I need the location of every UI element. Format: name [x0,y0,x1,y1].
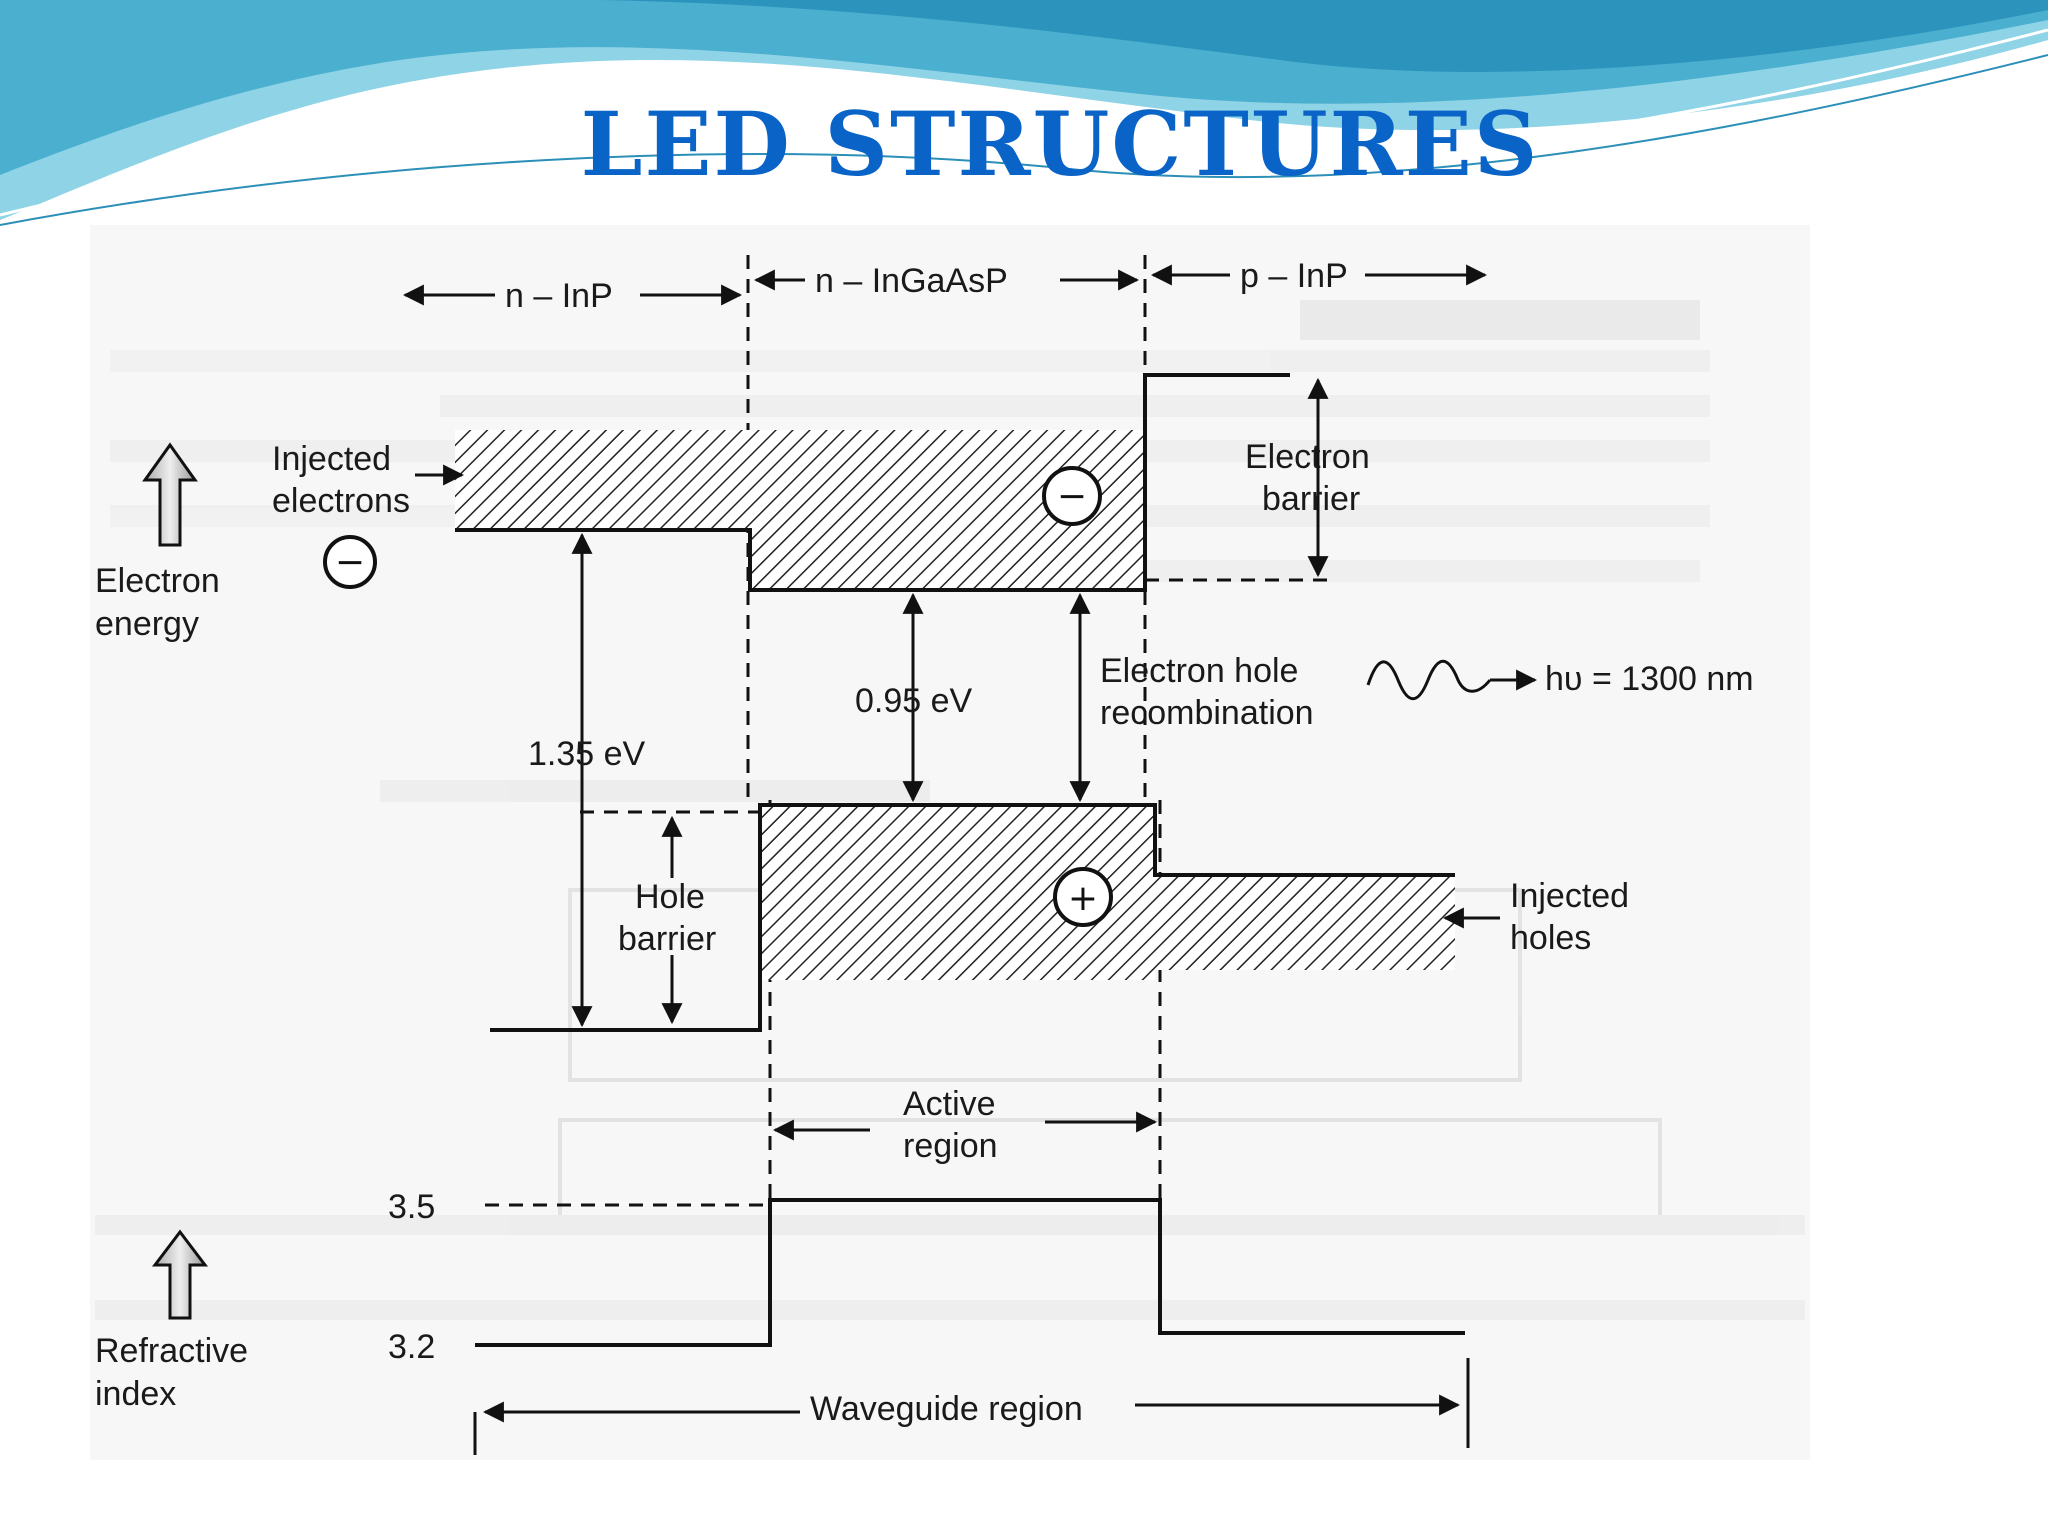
photon-energy-label: hυ = 1300 nm [1545,660,1754,698]
hole-barrier-label-2: barrier [618,920,716,958]
electron-sign-active: − [1057,476,1087,517]
conduction-band-n-inp [455,430,750,530]
hole-barrier-label-1: Hole [635,878,705,916]
band-gap-n-inp-value: 1.35 eV [528,735,646,773]
region-label-row: n – InP n – InGaAsP p – InP [402,257,1488,315]
region-label-p-inp: p – InP [1240,257,1348,295]
injected-electrons-label-1: Injected [272,440,391,478]
waveguide-region-label: Waveguide region [810,1390,1083,1428]
refractive-index-low-value: 3.2 [388,1328,435,1366]
active-region-label-2: region [903,1127,998,1165]
recombination-label-1: Electron hole [1100,652,1298,690]
refractive-index-label-2: index [95,1375,176,1413]
refractive-index-up-arrow-icon [151,1229,209,1320]
conduction-band [455,373,1330,592]
valence-band-p-inp [1155,875,1455,970]
active-region-label-1: Active [903,1085,996,1123]
hole-symbol-active [1053,867,1113,927]
valence-band [490,803,1455,1032]
refractive-index-profile [475,1198,1465,1347]
hole-sign-active: + [1068,878,1098,919]
electron-barrier-label-2: barrier [1262,480,1360,518]
slide-title: LED STRUCTURES [581,92,1540,196]
electron-energy-up-arrow-icon [142,442,198,547]
region-label-n-inp: n – InP [505,277,613,315]
band-gap-active-value: 0.95 eV [855,682,973,720]
electron-symbol-injected [323,535,377,589]
electron-energy-label-2: energy [95,605,199,643]
region-label-n-ingaasp: n – InGaAsP [815,262,1008,300]
recombination-label-2: recombination [1100,694,1314,732]
electron-energy-label-1: Electron [95,562,220,600]
injected-holes-label-2: holes [1510,919,1591,957]
refractive-index-label-1: Refractive [95,1332,248,1370]
injected-holes-label-1: Injected [1510,877,1629,915]
electron-sign-injected: − [335,542,365,583]
photon-wave-icon [1366,659,1492,701]
refractive-index-high-value: 3.5 [388,1188,435,1226]
injected-electrons-label-2: electrons [272,482,410,520]
header-wave-decoration [0,0,2048,226]
electron-barrier-label-1: Electron [1245,438,1370,476]
electron-symbol-active [1042,466,1102,526]
